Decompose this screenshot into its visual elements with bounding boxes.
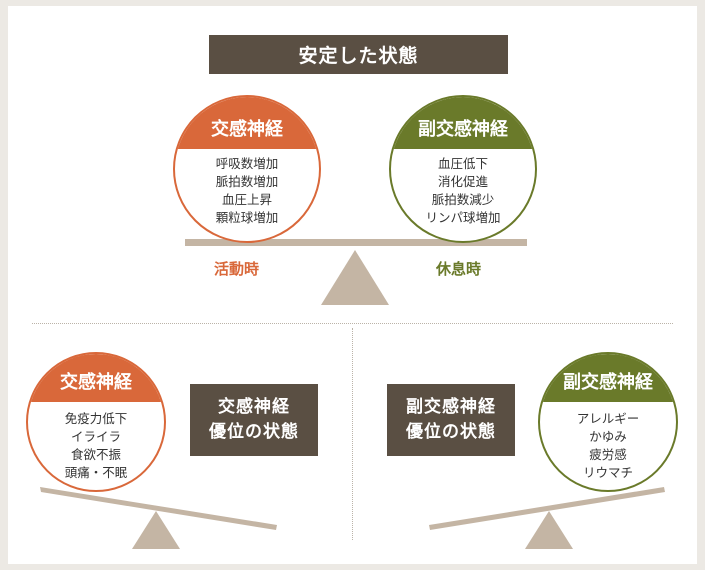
balanced-fulcrum — [321, 250, 389, 305]
sympathetic-heading: 交感神経 — [175, 97, 319, 149]
parasympathetic-dominant-effects-list: アレルギー かゆみ 疲労感 リウマチ — [540, 410, 676, 482]
parasympathetic-heading: 副交感神経 — [391, 97, 535, 149]
box-line: 優位の状態 — [209, 422, 299, 442]
parasympathetic-heading: 副交感神経 — [540, 354, 676, 402]
list-item: かゆみ — [589, 429, 627, 444]
parasympathetic-circle-dominant: 副交感神経 アレルギー かゆみ 疲労感 リウマチ — [538, 352, 678, 492]
tilted-beam-left — [40, 487, 277, 530]
sympathetic-dominant-label-box: 交感神経 優位の状態 — [190, 384, 318, 456]
list-item: 呼吸数増加 — [215, 156, 279, 171]
list-item: リンパ球増加 — [425, 210, 501, 225]
list-item: 免疫力低下 — [64, 411, 128, 426]
sympathetic-circle-dominant: 交感神経 免疫力低下 イライラ 食欲不振 頭痛・不眠 — [26, 352, 166, 492]
list-item: イライラ — [70, 429, 121, 444]
parasympathetic-effects-list: 血圧低下 消化促進 脈拍数減少 リンパ球増加 — [391, 155, 535, 227]
balanced-state-title: 安定した状態 — [209, 35, 508, 74]
box-line: 優位の状態 — [406, 422, 496, 442]
list-item: リウマチ — [582, 465, 633, 480]
list-item: 血圧低下 — [437, 156, 488, 171]
parasympathetic-dominant-label-box: 副交感神経 優位の状態 — [387, 384, 515, 456]
parasympathetic-circle-balanced: 副交感神経 血圧低下 消化促進 脈拍数減少 リンパ球増加 — [389, 95, 537, 243]
list-item: 頭痛・不眠 — [64, 465, 128, 480]
sympathetic-dominant-effects-list: 免疫力低下 イライラ 食欲不振 頭痛・不眠 — [28, 410, 164, 482]
list-item: 顆粒球増加 — [215, 210, 279, 225]
fulcrum-left — [132, 511, 180, 549]
box-line: 交感神経 — [218, 397, 290, 417]
balanced-beam — [185, 239, 527, 246]
active-time-label: 活動時 — [214, 260, 260, 278]
rest-time-label: 休息時 — [436, 260, 482, 278]
vertical-divider — [352, 328, 353, 540]
box-line: 副交感神経 — [406, 397, 496, 417]
list-item: 疲労感 — [589, 447, 627, 462]
list-item: アレルギー — [576, 411, 640, 426]
list-item: 食欲不振 — [70, 447, 121, 462]
list-item: 消化促進 — [437, 174, 488, 189]
list-item: 脈拍数増加 — [215, 174, 279, 189]
horizontal-divider — [32, 323, 673, 324]
sympathetic-effects-list: 呼吸数増加 脈拍数増加 血圧上昇 顆粒球増加 — [175, 155, 319, 227]
sympathetic-heading: 交感神経 — [28, 354, 164, 402]
sympathetic-circle-balanced: 交感神経 呼吸数増加 脈拍数増加 血圧上昇 顆粒球増加 — [173, 95, 321, 243]
fulcrum-right — [525, 511, 573, 549]
list-item: 脈拍数減少 — [431, 192, 495, 207]
tilted-beam-right — [429, 487, 665, 530]
list-item: 血圧上昇 — [221, 192, 272, 207]
